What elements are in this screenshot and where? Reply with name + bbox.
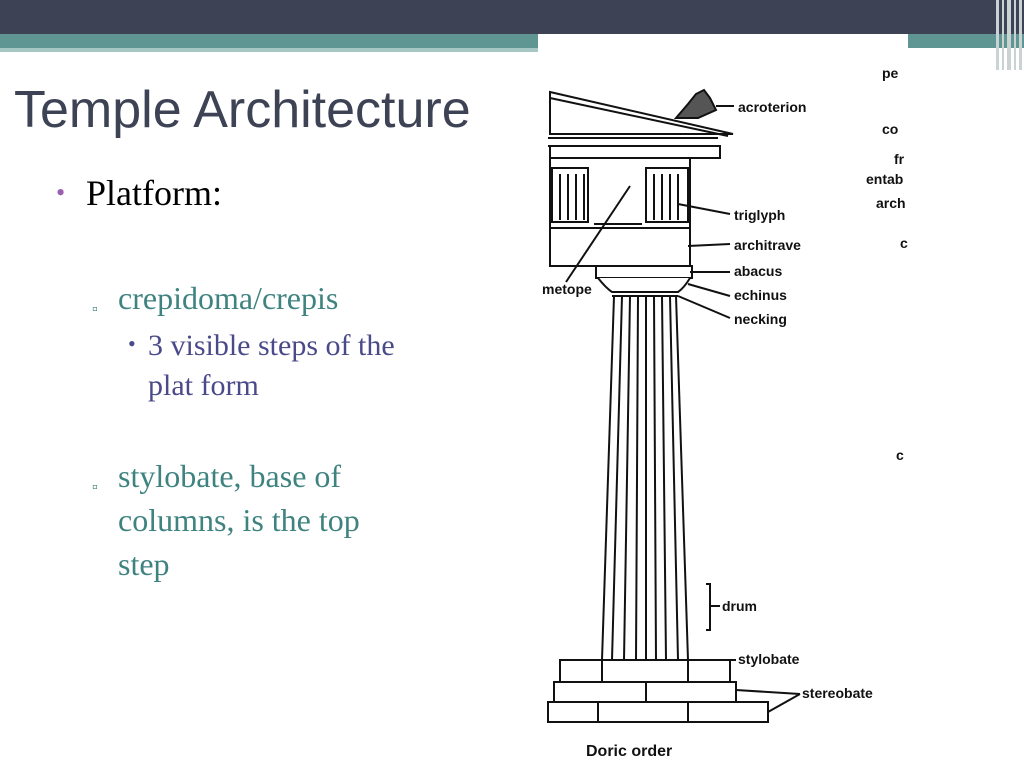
top-bar	[0, 0, 1024, 34]
label-triglyph: triglyph	[734, 207, 785, 223]
sub-bullet-marker: ▫	[92, 479, 98, 496]
label-echinus: echinus	[734, 287, 787, 303]
corner-stripes	[994, 0, 1024, 70]
cut-label-5: arch	[876, 195, 906, 211]
sub-sub-bullet-text: 3 visible steps of the plat form	[148, 329, 395, 402]
sub-bullet-marker: ▫	[92, 301, 98, 318]
bullet-marker: •	[56, 178, 66, 207]
sub-sub-bullet-marker: •	[128, 331, 136, 356]
cut-label-4: entab	[866, 171, 903, 187]
doric-order-diagram: acroterion triglyph architrave abacus me…	[538, 34, 908, 768]
bullet-text: Platform:	[86, 173, 222, 213]
label-metope: metope	[542, 281, 592, 297]
cut-label-2: co	[882, 121, 898, 137]
label-stylobate: stylobate	[738, 651, 800, 667]
cut-label-1: pe	[882, 65, 899, 81]
label-drum: drum	[722, 598, 757, 614]
label-stereobate: stereobate	[802, 685, 873, 701]
diagram-caption: Doric order	[586, 743, 672, 760]
cut-label-6: c	[900, 235, 908, 251]
teal-accent-line	[0, 48, 540, 52]
slide-title: Temple Architecture	[14, 81, 471, 139]
label-acroterion: acroterion	[738, 99, 806, 115]
sub-bullet-text: crepidoma/crepis	[118, 280, 339, 316]
cut-label-7: c	[896, 447, 904, 463]
doric-column-drawing: acroterion triglyph architrave abacus me…	[542, 65, 908, 760]
sub-bullet-text: stylobate, base of columns, is the top s…	[118, 458, 360, 582]
label-necking: necking	[734, 311, 787, 327]
cut-label-3: fr	[894, 151, 905, 167]
label-abacus: abacus	[734, 263, 782, 279]
label-architrave: architrave	[734, 237, 801, 253]
